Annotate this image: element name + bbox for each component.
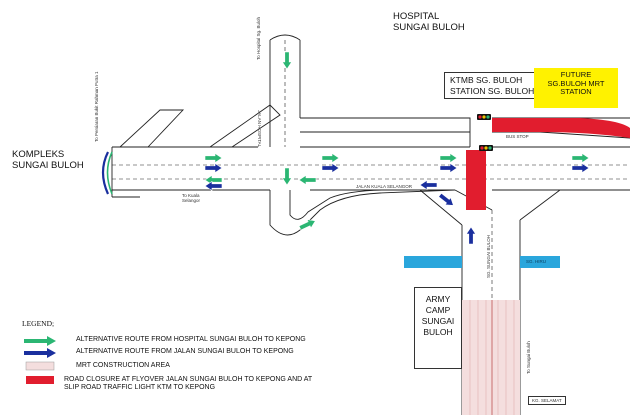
- label-kg-selamat: KG. SELAMAT: [528, 396, 566, 406]
- label-bus-stop: BUS STOP: [506, 134, 529, 139]
- label-to-hospital: To Hospital Sg. Buloh: [256, 16, 261, 60]
- green-arrow-6: [298, 175, 317, 185]
- south-loop-outer: [269, 189, 456, 236]
- blue-arrow-8: [466, 226, 476, 245]
- green-arrow-7: [282, 51, 292, 70]
- green-arrow-1: [204, 153, 223, 163]
- closure-flyover: [466, 150, 486, 210]
- green-arrow-5: [204, 175, 223, 185]
- label-ktmb-station: KTMB SG. BULOH STATION SG. BULOH: [444, 72, 541, 100]
- label-to-sungai-buloh: To Sungai Buloh: [526, 341, 531, 374]
- legend-label-blue: ALTERNATIVE ROUTE FROM JALAN SUNGAI BULO…: [76, 348, 294, 355]
- slip-road-nw: [119, 109, 185, 148]
- legend-label-mrt: MRT CONSTRUCTION AREA: [76, 362, 170, 369]
- legend-swatch-green: [24, 336, 56, 346]
- mrt-construction-area: [462, 300, 520, 415]
- legend-swatch-mrt: [25, 361, 55, 371]
- road-closures: [466, 118, 630, 210]
- jalan-hospital-top: [269, 34, 301, 41]
- blue-arrow-5: [204, 181, 223, 191]
- green-arrow-9: [297, 216, 318, 233]
- blue-arrow-6: [419, 180, 438, 190]
- green-arrow-4: [571, 153, 590, 163]
- green-arrow-8: [282, 167, 292, 186]
- label-jalan-kuala-selangor: JALAN KUALA SELANGOR: [356, 184, 413, 189]
- legend-swatch-closure: [26, 376, 54, 384]
- label-hospital: HOSPITAL SUNGAI BULOH: [393, 11, 465, 33]
- south-east-slip: [519, 189, 561, 221]
- legend-heading: LEGEND;: [22, 319, 55, 328]
- label-sg-hiru: SG. HIRU: [526, 259, 547, 264]
- legend-swatches: [24, 336, 56, 384]
- green-arrow-2: [321, 153, 340, 163]
- traffic-light-ktm: [477, 114, 491, 120]
- traffic-light-flyover: [479, 145, 493, 151]
- green-arrow-3: [439, 153, 458, 163]
- slip-road-ne: [209, 104, 281, 148]
- label-jalan-hospital: JALAN HOSPITAL: [257, 110, 262, 148]
- label-to-bukit-rahman: To Persiaran Bukit Rahman Putra 1: [94, 71, 99, 142]
- label-to-kuala-selangor: To Kuala Selangor: [182, 193, 201, 204]
- ktm-service-road: [300, 117, 471, 147]
- south-loop-inner: [289, 189, 391, 220]
- label-sg-sungai-buloh: SG. SUNGAI BULOH: [486, 234, 491, 278]
- label-future-mrt: FUTURE SG.BULOH MRT STATION: [534, 68, 618, 108]
- legend-label-green: ALTERNATIVE ROUTE FROM HOSPITAL SUNGAI B…: [76, 336, 306, 343]
- main-road-west-edge: [112, 146, 258, 198]
- closure-slip-road: [492, 118, 630, 138]
- kompleks-roundabout: [101, 151, 113, 195]
- legend-swatch-blue: [24, 348, 56, 358]
- label-kompleks: KOMPLEKS SUNGAI BULOH: [12, 149, 84, 171]
- river-sg-hiru: [404, 256, 560, 268]
- legend-label-closure: ROAD CLOSURE AT FLYOVER JALAN SUNGAI BUL…: [64, 376, 313, 392]
- label-army-camp: ARMY CAMP SUNGAI BULOH: [414, 287, 462, 369]
- jalan-hospital-edges: [269, 40, 301, 147]
- blue-route-arrows: [204, 163, 590, 245]
